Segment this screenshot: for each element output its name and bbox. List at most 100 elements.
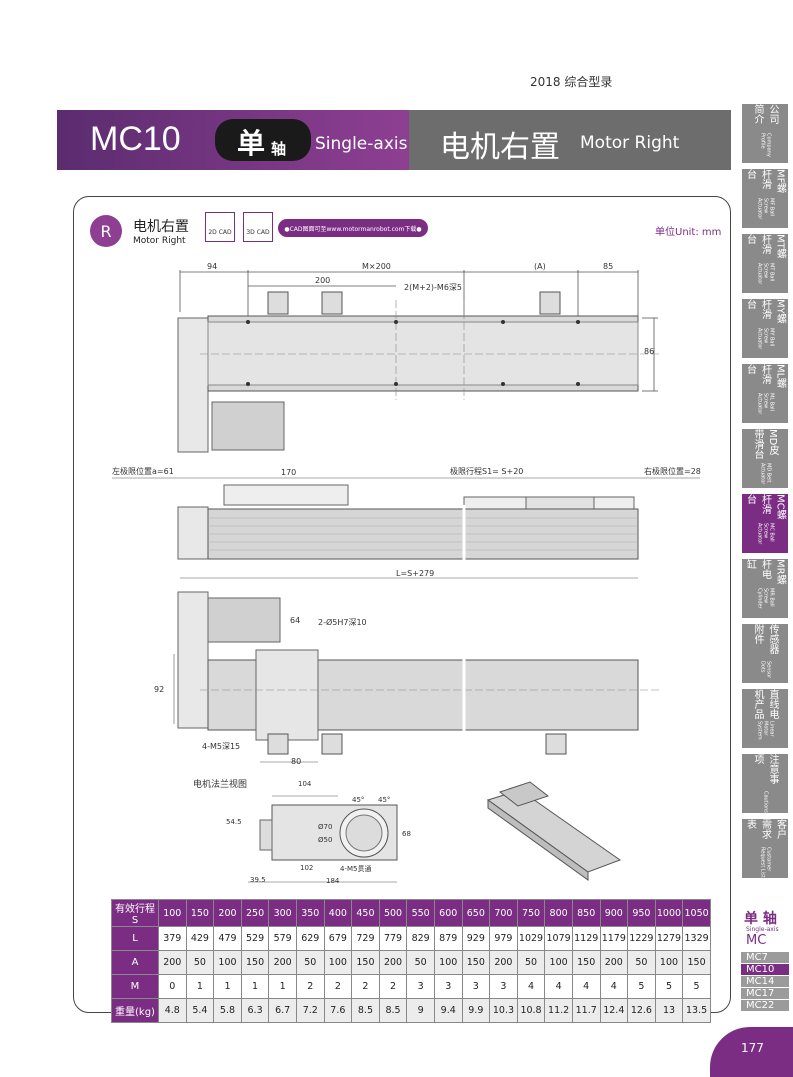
unit-label: 单位Unit: mm <box>655 227 722 238</box>
table-cell: 150 <box>185 899 215 927</box>
table-cell: 1 <box>185 974 215 999</box>
section-title-cn: 电机右置 <box>133 219 189 235</box>
dim-pin: 2-Ø5H7深10 <box>318 618 367 627</box>
table-cell: 100 <box>158 899 187 927</box>
series-en: Single-axis <box>746 926 779 933</box>
table-cell: 12.4 <box>599 998 629 1023</box>
dim-m200: M×200 <box>362 262 391 271</box>
table-cell: 10.3 <box>489 998 518 1023</box>
table-cell: 200 <box>268 950 297 975</box>
series-mc: MC <box>746 933 767 948</box>
model-name: MC10 <box>90 120 181 158</box>
series-mc14[interactable]: MC14 <box>741 975 789 987</box>
cad-download-note[interactable]: ●CAD图面可至www.motormanrobot.com下载● <box>278 219 428 237</box>
table-cell: 3 <box>461 974 491 999</box>
cad-3d-icon[interactable]: 3D CAD <box>243 212 273 242</box>
table-cell: 100 <box>433 950 463 975</box>
table-cell: 6.7 <box>268 998 297 1023</box>
table-cell: 8.5 <box>351 998 380 1023</box>
table-cell: 1229 <box>627 926 656 951</box>
table-cell: 529 <box>240 926 270 951</box>
table-cell: 479 <box>213 926 242 951</box>
table-cell: 13.5 <box>682 998 711 1023</box>
axis-cn-small: 轴 <box>271 140 287 158</box>
table-cell: 1279 <box>654 926 684 951</box>
table-cell: 4.8 <box>158 998 187 1023</box>
table-cell: 150 <box>240 950 270 975</box>
dim-85: 85 <box>603 262 614 271</box>
dim-545: 54.5 <box>226 818 242 826</box>
table-cell: 979 <box>489 926 518 951</box>
table-cell: 879 <box>433 926 463 951</box>
table-cell: 800 <box>544 899 573 927</box>
table-cell: 729 <box>351 926 380 951</box>
dim-395: 39.5 <box>250 876 266 884</box>
cad-2d-icon[interactable]: 2D CAD <box>205 212 235 242</box>
section-title-en: Motor Right <box>133 236 186 246</box>
table-cell: 300 <box>268 899 297 927</box>
angle-45-b: 45° <box>378 796 391 804</box>
table-cell: 1079 <box>544 926 573 951</box>
series-mc17[interactable]: MC17 <box>741 987 789 999</box>
table-cell: 100 <box>544 950 573 975</box>
table-cell: 1 <box>268 974 297 999</box>
dim-102: 102 <box>300 864 314 872</box>
table-cell: 679 <box>323 926 353 951</box>
table-cell: 2 <box>351 974 380 999</box>
table-cell: 579 <box>268 926 297 951</box>
table-cell: 5.8 <box>213 998 242 1023</box>
table-cell: 200 <box>599 950 629 975</box>
table-cell: 550 <box>406 899 435 927</box>
series-mc7[interactable]: MC7 <box>741 951 789 963</box>
table-cell: 1179 <box>599 926 629 951</box>
table-cell: 200 <box>378 950 408 975</box>
table-cell: 12.6 <box>627 998 656 1023</box>
table-cell: 100 <box>323 950 353 975</box>
table-cell: 200 <box>489 950 518 975</box>
page-title-en: Motor Right <box>580 133 680 153</box>
table-cell: 50 <box>516 950 546 975</box>
table-cell: 3 <box>406 974 435 999</box>
table-cell: 200 <box>158 950 187 975</box>
series-mc22[interactable]: MC22 <box>741 999 789 1011</box>
table-cell: 929 <box>461 926 491 951</box>
dim-94: 94 <box>207 262 218 271</box>
dim-a: (A) <box>534 262 546 271</box>
table-cell: 150 <box>682 950 711 975</box>
table-cell: 400 <box>323 899 353 927</box>
table-cell: 10.8 <box>516 998 546 1023</box>
dim-92: 92 <box>154 685 165 694</box>
table-cell: 2 <box>295 974 325 999</box>
dim-d70: Ø70 <box>318 823 333 831</box>
table-cell: 150 <box>571 950 601 975</box>
table-cell: 1 <box>240 974 270 999</box>
page-number: 177 <box>741 1041 764 1055</box>
table-cell: 429 <box>185 926 215 951</box>
dim-right-limit: 右极限位置=28 <box>644 467 701 476</box>
table-cell: 650 <box>461 899 491 927</box>
table-cell: 950 <box>627 899 656 927</box>
header-right-band <box>409 110 731 170</box>
table-cell: 11.2 <box>544 998 573 1023</box>
dim-m5-thru: 4-M5贯通 <box>340 865 372 873</box>
catalog-year: 2018 综合型录 <box>530 75 613 89</box>
table-cell: 1329 <box>682 926 711 951</box>
table-cell: 50 <box>406 950 435 975</box>
axis-cn-big: 单 <box>237 127 266 160</box>
series-mc10[interactable]: MC10 <box>741 963 789 975</box>
